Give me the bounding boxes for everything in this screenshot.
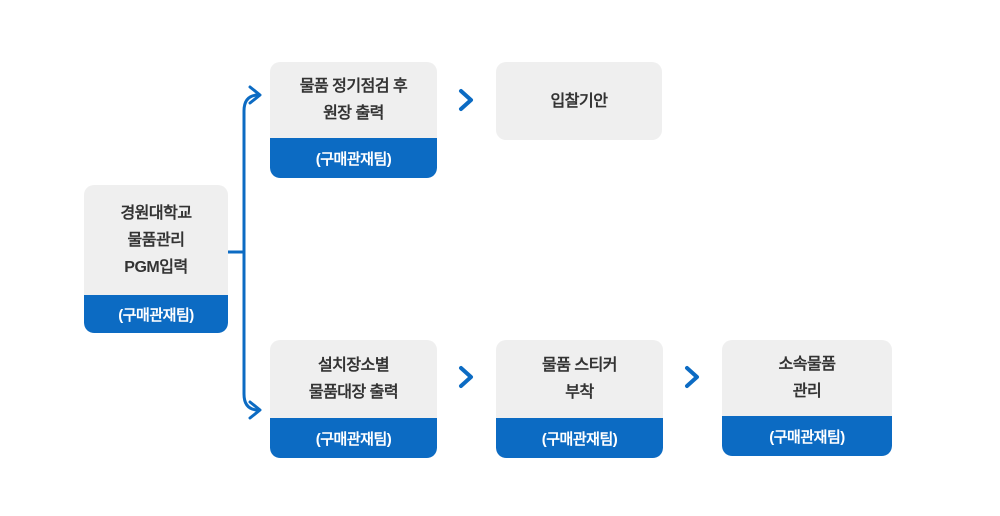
chevron-right-icon <box>685 366 699 388</box>
flow-node-root: 경원대학교 물품관리 PGM입력 (구매관재팀) <box>84 185 228 333</box>
node-label: 물품 정기점검 후 원장 출력 <box>270 62 437 138</box>
node-label-line: 설치장소별 <box>317 357 390 374</box>
node-label-line: 물품대장 출력 <box>308 384 399 401</box>
node-label-line: 경원대학교 <box>120 204 192 222</box>
team-badge: (구매관재팀) <box>722 416 892 456</box>
curved-arrow-down-right-icon <box>248 400 262 420</box>
node-label-line: 물품 정기점검 후 <box>299 78 408 95</box>
node-label-line: 부착 <box>565 384 594 401</box>
node-label: 경원대학교 물품관리 PGM입력 <box>84 185 228 295</box>
team-badge: (구매관재팀) <box>84 295 228 333</box>
bottom-branch-line <box>242 250 259 412</box>
node-label: 입찰기안 <box>496 62 662 140</box>
node-label: 소속물품 관리 <box>722 340 892 416</box>
team-badge: (구매관재팀) <box>270 418 437 458</box>
node-label-line: 물품 스티커 <box>541 357 618 374</box>
node-label: 설치장소별 물품대장 출력 <box>270 340 437 418</box>
flow-node-top-step1: 물품 정기점검 후 원장 출력 (구매관재팀) <box>270 62 437 178</box>
chevron-right-icon <box>459 89 473 111</box>
team-badge: (구매관재팀) <box>496 418 663 458</box>
flow-node-bottom-step2: 물품 스티커 부착 (구매관재팀) <box>496 340 663 458</box>
top-branch-line <box>242 93 259 254</box>
node-label: 물품 스티커 부착 <box>496 340 663 418</box>
node-label-line: 물품관리 <box>127 231 185 249</box>
team-badge: (구매관재팀) <box>270 138 437 178</box>
curved-arrow-up-right-icon <box>248 85 262 105</box>
node-label-line: 소속물품 <box>778 356 836 373</box>
node-label-line: 원장 출력 <box>323 105 384 122</box>
flow-node-bottom-step1: 설치장소별 물품대장 출력 (구매관재팀) <box>270 340 437 458</box>
node-label-line: 관리 <box>792 383 822 400</box>
node-label-line: PGM입력 <box>124 258 188 276</box>
flow-node-top-step2: 입찰기안 <box>496 62 662 140</box>
flow-node-bottom-step3: 소속물품 관리 (구매관재팀) <box>722 340 892 456</box>
node-label-line: 입찰기안 <box>550 92 608 110</box>
chevron-right-icon <box>459 366 473 388</box>
